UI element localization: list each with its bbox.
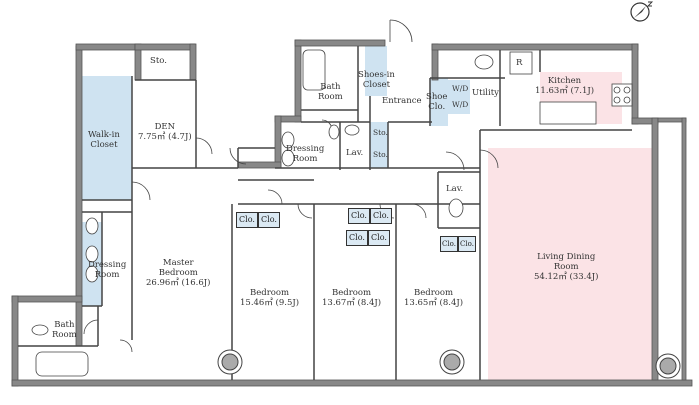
walkin-closet-floor bbox=[80, 76, 132, 200]
entrance-label: Entrance bbox=[382, 96, 422, 106]
bath-room-bottom-label: Bath Room bbox=[52, 320, 77, 340]
wd-label-1: W/D bbox=[452, 84, 469, 93]
walkin-closet-label: Walk-in Closet bbox=[88, 130, 120, 150]
closet-b2c: Clo. bbox=[346, 230, 368, 246]
shoes-closet-floor bbox=[365, 46, 387, 96]
wd-floor bbox=[448, 80, 470, 114]
bath-room-top-label: Bath Room bbox=[318, 82, 343, 102]
sto-small-1-label: Sto. bbox=[373, 128, 388, 137]
fixtures bbox=[31, 49, 633, 377]
closet-b1a: Clo. bbox=[236, 212, 258, 228]
shoe-clo-label: Shoe Clo. bbox=[426, 92, 448, 112]
outer-walls bbox=[11, 39, 693, 387]
utility-label: Utility bbox=[472, 88, 499, 98]
columns bbox=[217, 349, 681, 379]
dressing-room-left-label: Dressing Room bbox=[88, 260, 127, 280]
living-floor bbox=[488, 148, 658, 381]
closet-b1b: Clo. bbox=[258, 212, 280, 228]
living-dining-label: Living Dining Room 54.12㎡ (33.4J) bbox=[534, 252, 599, 282]
closet-b2b: Clo. bbox=[370, 208, 392, 224]
closet-b3b: Clo. bbox=[458, 236, 476, 252]
shoe-clo-floor bbox=[430, 78, 448, 126]
bedroom-3-label: Bedroom 13.65㎡ (8.4J) bbox=[404, 288, 464, 308]
dressing-left-closet-floor bbox=[82, 222, 102, 306]
dressing-room-top-label: Dressing Room bbox=[286, 144, 325, 164]
master-bedroom-label: Master Bedroom 26.96㎡ (16.6J) bbox=[146, 258, 211, 288]
bedroom-1-label: Bedroom 15.46㎡ (9.5J) bbox=[240, 288, 300, 308]
north-arrow-icon bbox=[630, 1, 654, 22]
bedroom-2-label: Bedroom 13.67㎡ (8.4J) bbox=[322, 288, 382, 308]
fridge-label: R bbox=[516, 58, 523, 68]
partitions bbox=[18, 46, 632, 380]
lav-top-label: Lav. bbox=[346, 148, 364, 158]
sto-small-2-label: Sto. bbox=[373, 150, 388, 159]
sto-label: Sto. bbox=[150, 56, 167, 66]
den-label: DEN 7.75㎡ (4.7J) bbox=[138, 122, 192, 142]
lav-right-label: Lav. bbox=[446, 184, 464, 194]
shoes-in-closet-label: Shoes-in Closet bbox=[358, 70, 395, 90]
kitchen-label: Kitchen 11.63㎡ (7.1J) bbox=[535, 76, 595, 96]
sto-small-floor bbox=[370, 122, 388, 168]
wd-label-2: W/D bbox=[452, 100, 469, 109]
closet-b3a: Clo. bbox=[440, 236, 458, 252]
closet-b2a: Clo. bbox=[348, 208, 370, 224]
closet-b2d: Clo. bbox=[368, 230, 390, 246]
